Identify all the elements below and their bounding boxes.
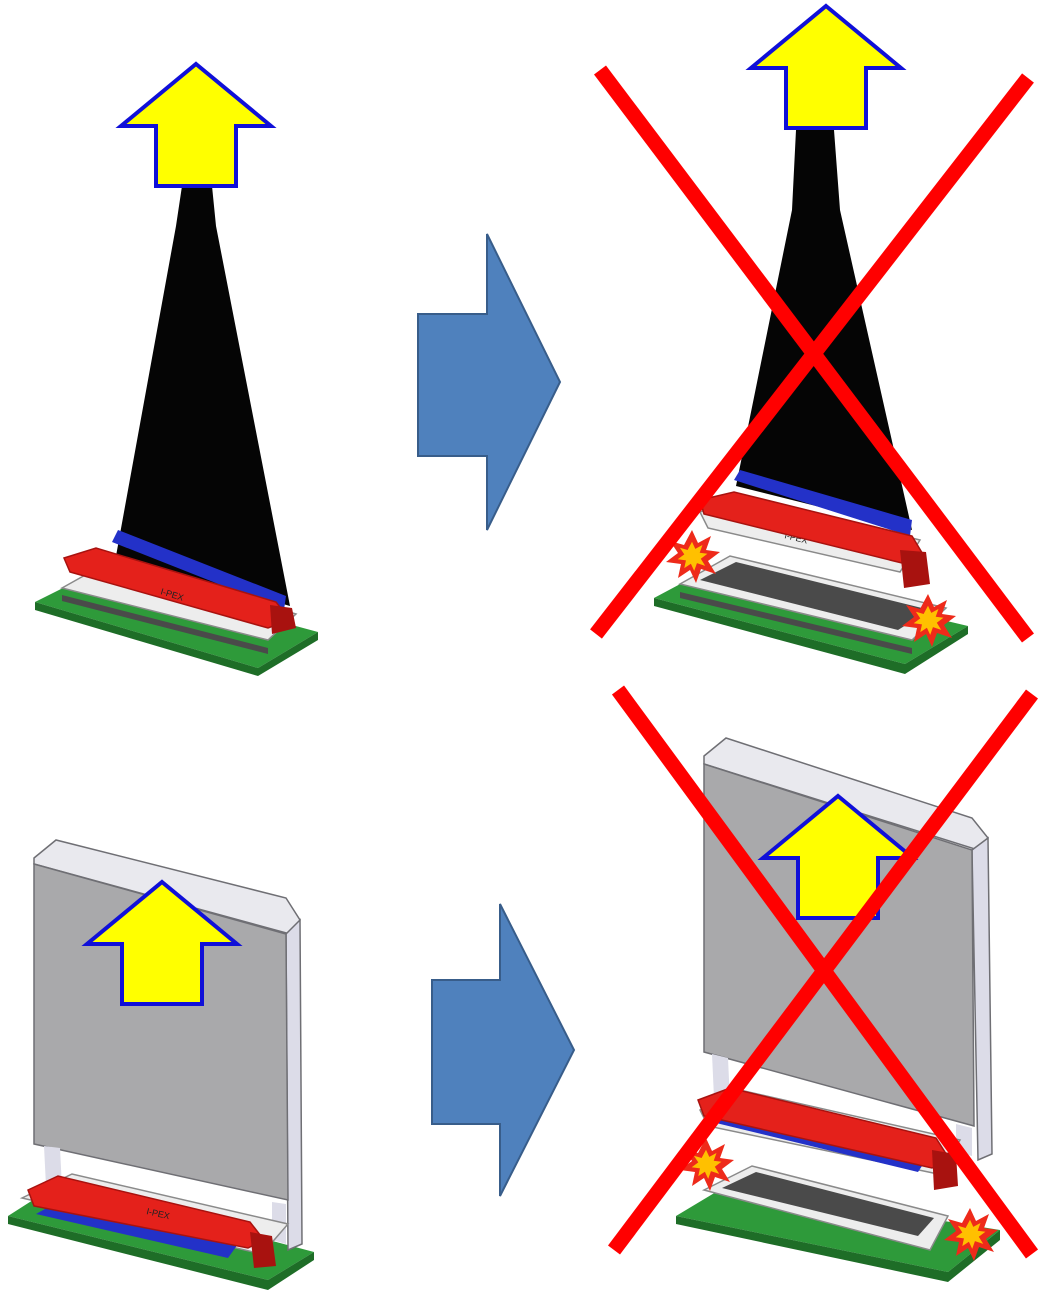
panel-board-wrong: I-PEX [614,690,1032,1282]
up-arrow-icon [751,6,901,128]
panel-cable-correct: I-PEX [35,64,318,676]
right-arrow-icon [418,234,560,530]
right-arrow-icon [432,904,574,1196]
panel-cable-wrong: I-PEX [596,6,1028,674]
up-arrow-icon [121,64,271,186]
panel-board-correct: I-PEX [8,840,314,1290]
flat-cable [112,186,290,610]
